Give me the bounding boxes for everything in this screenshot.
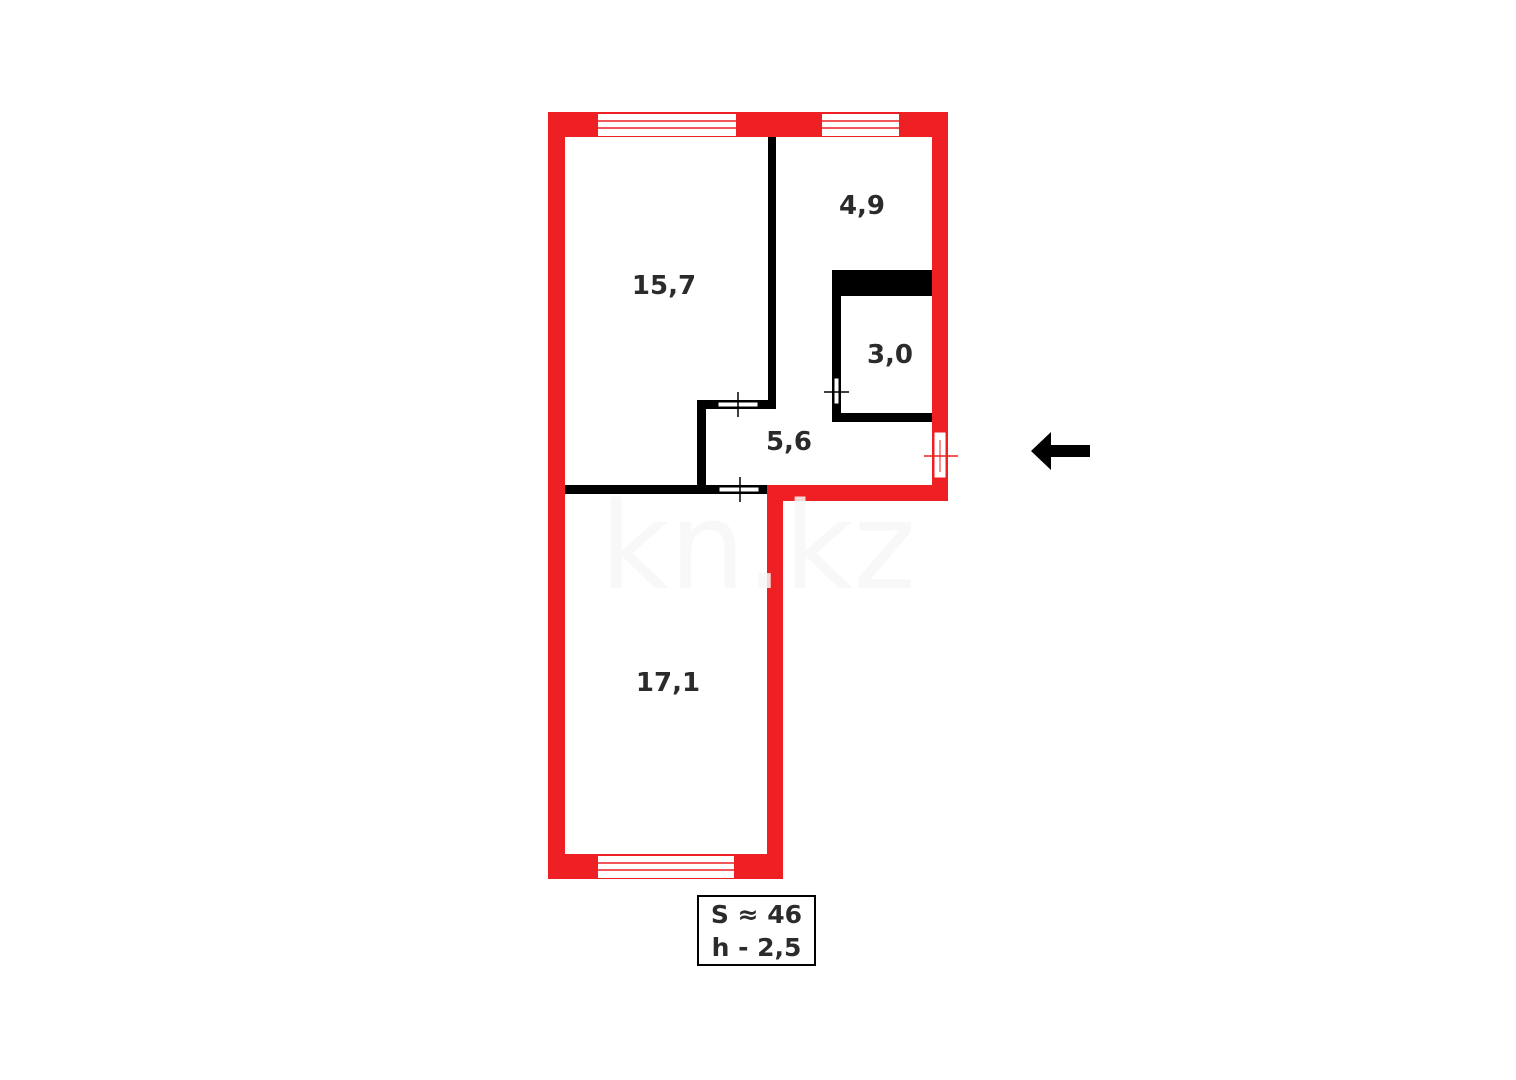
wall-living-kitchen (768, 137, 776, 409)
window-bottom (598, 856, 734, 878)
arrow-left-icon (1031, 432, 1090, 470)
wall-hallway-left (697, 400, 706, 494)
wall-bedroom-top (565, 485, 767, 494)
wall-bathroom-left (832, 270, 841, 422)
exterior-walls (548, 112, 948, 879)
summary-box: S ≈ 46 h - 2,5 (697, 895, 816, 966)
room-label-bedroom: 17,1 (635, 668, 701, 698)
exterior-wall-right-lower (767, 485, 783, 879)
door-living[interactable] (717, 392, 759, 417)
total-area: S ≈ 46 (710, 899, 803, 929)
door-entrance[interactable] (924, 431, 958, 479)
door-bedroom[interactable] (718, 477, 760, 502)
window-top-left (598, 114, 736, 136)
room-label-hallway: 5,6 (765, 427, 813, 457)
wall-bathroom-bottom (832, 413, 932, 422)
exterior-wall-right (932, 112, 948, 501)
wall-bathroom-top (832, 270, 932, 296)
room-label-kitchen: 4,9 (838, 191, 886, 221)
ceiling-height: h - 2,5 (711, 932, 802, 962)
exterior-wall-left (548, 112, 565, 879)
door-bathroom[interactable] (824, 377, 849, 405)
exterior-wall-step (767, 485, 948, 501)
room-label-bathroom: 3,0 (866, 340, 914, 370)
window-top-right (822, 114, 899, 136)
room-label-living: 15,7 (631, 271, 697, 301)
